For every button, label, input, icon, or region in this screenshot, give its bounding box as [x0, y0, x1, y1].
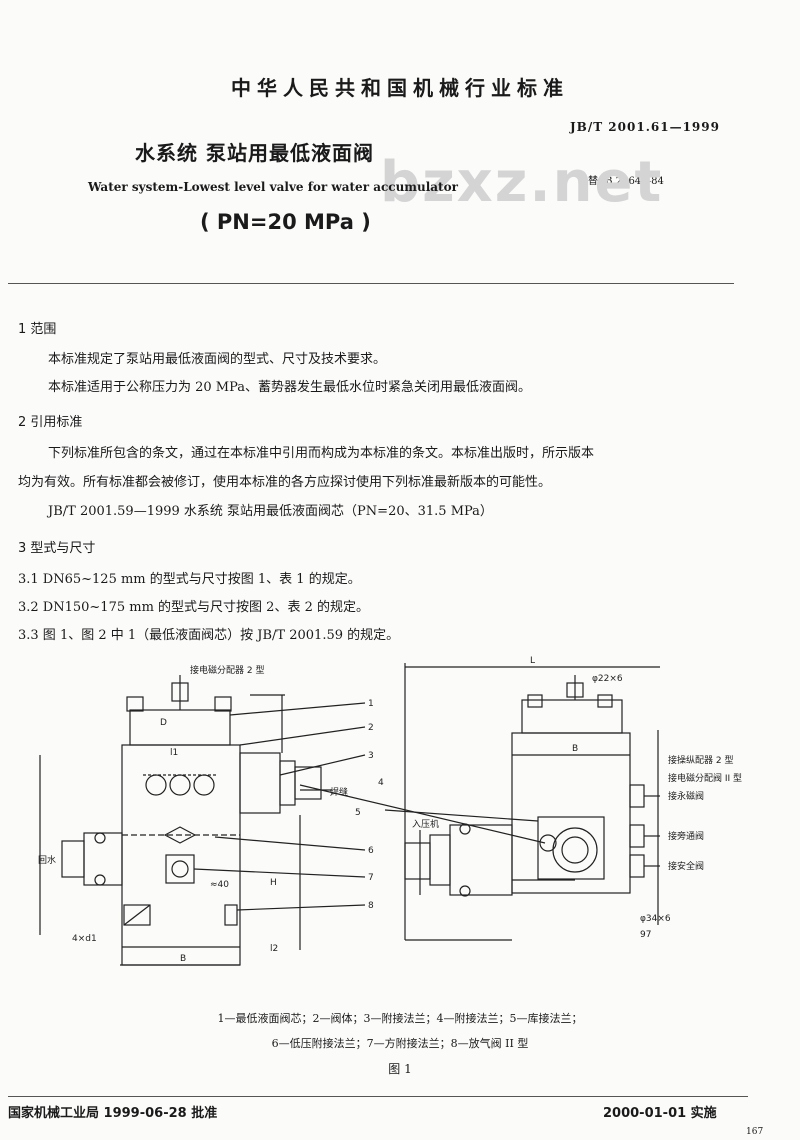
label-right-4: 接旁通阀 — [668, 830, 704, 842]
standard-number: JB/T 2001.61—1999 — [570, 120, 720, 134]
label-dim-L: L — [530, 656, 535, 666]
label-4d: 4×d1 — [72, 934, 97, 944]
label-dim-B-left: B — [180, 954, 186, 964]
section-2-para-1b: 均为有效。所有标准都会被修订，使用本标准的各方应探讨使用下列标准最新版本的可能性… — [18, 475, 552, 490]
footer-approval: 国家机械工业局 1999-06-28 批准 — [8, 1106, 218, 1121]
label-d34: φ34×6 — [640, 914, 671, 924]
label-right-1: 接操纵配器 2 型 — [668, 754, 733, 766]
label-dim-D: D — [160, 718, 167, 728]
label-num-8: 8 — [368, 901, 374, 911]
label-num-5: 5 — [355, 808, 361, 818]
title-pressure: ( PN=20 MPa ) — [200, 210, 371, 234]
label-weld: 焊缝 — [330, 786, 348, 798]
title-chinese: 水系统 泵站用最低液面阀 — [135, 141, 374, 165]
label-num-7: 7 — [368, 873, 374, 883]
label-num-4: 4 — [378, 778, 384, 788]
label-d22: φ22×6 — [592, 674, 623, 684]
section-1-para-2: 本标准适用于公称压力为 20 MPa、蓄势器发生最低水位时紧急关闭用最低液面阀。 — [48, 380, 532, 395]
label-dim-l2: l2 — [270, 944, 278, 954]
section-2-para-1a: 下列标准所包含的条文，通过在本标准中引用而构成为本标准的条文。本标准出版时，所示… — [48, 446, 595, 461]
section-2-reference: JB/T 2001.59—1999 水系统 泵站用最低液面阀芯（PN=20、31… — [48, 504, 493, 519]
figure-title: 图 1 — [388, 1062, 412, 1076]
label-inlet: 入压机 — [412, 818, 439, 830]
label-dim-H: H — [270, 878, 277, 888]
clause-3-3: 3.3 图 1、图 2 中 1（最低液面阀芯）按 JB/T 2001.59 的规… — [18, 628, 400, 643]
label-num-1: 1 — [368, 699, 374, 709]
title-english: Water system-Lowest level valve for wate… — [88, 180, 458, 194]
section-1-para-1: 本标准规定了泵站用最低液面阀的型式、尺寸及技术要求。 — [48, 352, 387, 367]
figure-1-drawing: 接电磁分配器 2 型 φ22×6 L B B H l1 l2 D 焊缝 回水 入… — [38, 656, 742, 966]
footer-divider — [8, 1096, 748, 1097]
label-num-3: 3 — [368, 751, 374, 761]
standard-header: 中华人民共和国机械行业标准 — [231, 76, 569, 100]
label-num-2: 2 — [368, 723, 374, 733]
figure-caption-line-1: 1—最低液面阀芯；2—阀体；3—附接法兰；4—附接法兰；5—库接法兰； — [217, 1012, 583, 1025]
clause-3-2: 3.2 DN150~175 mm 的型式与尺寸按图 2、表 2 的规定。 — [18, 600, 369, 615]
label-top-note: 接电磁分配器 2 型 — [190, 664, 264, 676]
clause-3-1: 3.1 DN65~125 mm 的型式与尺寸按图 1、表 1 的规定。 — [18, 572, 361, 587]
label-97: 97 — [640, 930, 651, 940]
page-number: 167 — [746, 1127, 764, 1137]
figure-caption-line-2: 6—低压附接法兰；7—方附接法兰；8—放气阀 II 型 — [271, 1037, 529, 1050]
label-return: 回水 — [38, 854, 56, 866]
replaces-note: 代替 JB 2064—84 — [578, 176, 664, 187]
label-40: ≈40 — [210, 880, 229, 890]
header-divider — [8, 283, 734, 284]
label-dim-l1: l1 — [170, 748, 178, 758]
label-num-6: 6 — [368, 846, 374, 856]
section-1-heading: 1 范围 — [18, 322, 57, 337]
watermark: bzxz.net — [380, 150, 664, 215]
footer-implement: 2000-01-01 实施 — [603, 1106, 717, 1121]
label-right-3: 接永磁阀 — [668, 790, 704, 802]
label-right-5: 接安全阀 — [668, 860, 704, 872]
section-2-heading: 2 引用标准 — [18, 415, 83, 430]
section-3-heading: 3 型式与尺寸 — [18, 541, 96, 556]
label-right-2: 接电磁分配阀 II 型 — [668, 772, 742, 784]
label-dim-B-right: B — [572, 744, 578, 754]
